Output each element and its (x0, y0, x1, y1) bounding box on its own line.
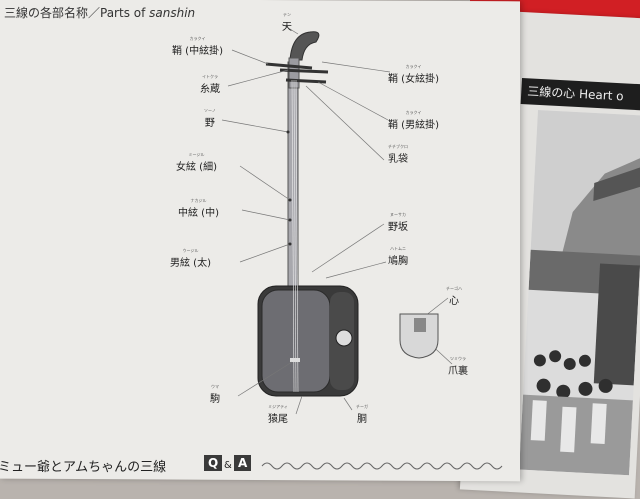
header-title-en: sanshin (149, 6, 196, 20)
sanshin-diagram (221, 23, 503, 470)
label-wujiru: ウージル男絃 (太) (170, 248, 211, 269)
footer-q-badge: Q (204, 455, 223, 471)
leader-saruo (295, 395, 303, 415)
castle-crowd-photo (519, 110, 640, 476)
leader-ten (281, 23, 299, 35)
leader-do (343, 397, 353, 411)
sanshin-head (289, 31, 320, 61)
cross-section-core (414, 318, 426, 332)
leader-itokura (227, 69, 289, 87)
peg-3 (285, 78, 327, 84)
leader-wujiru (239, 243, 291, 263)
string-1 (291, 79, 295, 393)
footer-amp: & (224, 460, 232, 471)
label-miijiru: ミージル女絃 (細) (176, 152, 217, 173)
leader-karakui-naka (231, 49, 269, 65)
leader-karakui-me (321, 61, 391, 73)
label-saruo: ミジアティ猿尾 (268, 404, 288, 425)
bridge (290, 358, 300, 362)
label-tsumeura: ツミウラ爪裏 (448, 356, 468, 377)
label-hatomune: ハトムニ鳩胸 (388, 246, 408, 267)
leader-miijiru (239, 165, 291, 201)
leader-no (221, 119, 289, 133)
label-shin: チーゴハ心 (446, 286, 462, 307)
label-uma: ウマ駒 (210, 384, 220, 405)
page-header: 三線の各部名称／Parts of sanshin (4, 4, 195, 21)
label-no: ソーノ野 (204, 108, 216, 129)
label-karakui-naka: カラクイ鞘 (中絃掛) (172, 36, 223, 57)
tomoe-emblem (335, 329, 353, 347)
footer-a-badge: A (234, 455, 252, 471)
string-3 (295, 79, 299, 393)
label-chibukuro: チチブクロ乳袋 (388, 144, 408, 165)
cross-section-shape (399, 313, 439, 359)
string-2 (293, 79, 297, 393)
leader-nakajiru (241, 209, 291, 221)
header-title-jp: 三線の各部名称／Parts of (4, 6, 150, 20)
leader-chibukuro (305, 85, 385, 161)
label-nakajiru: ナカジル中絃 (中) (178, 198, 219, 219)
peg-1 (265, 62, 313, 70)
label-nosaka: ヌーサカ野坂 (388, 212, 408, 233)
leader-hatomune (325, 261, 387, 279)
leader-karakui-o (317, 81, 389, 121)
leader-uma (237, 361, 293, 397)
leader-nosaka (311, 223, 385, 273)
label-itokura: イトクラ糸蔵 (200, 74, 220, 95)
label-karakui-o: カラクイ鞘 (男絃掛) (388, 110, 439, 131)
footer-book-title: ミュー爺とアムちゃんの三線 (0, 460, 167, 475)
label-karakui-me: カラクイ鞘 (女絃掛) (388, 64, 439, 85)
label-ten: テン天 (282, 12, 292, 33)
wavy-divider (261, 462, 503, 470)
label-do: チーガ胴 (356, 404, 368, 425)
